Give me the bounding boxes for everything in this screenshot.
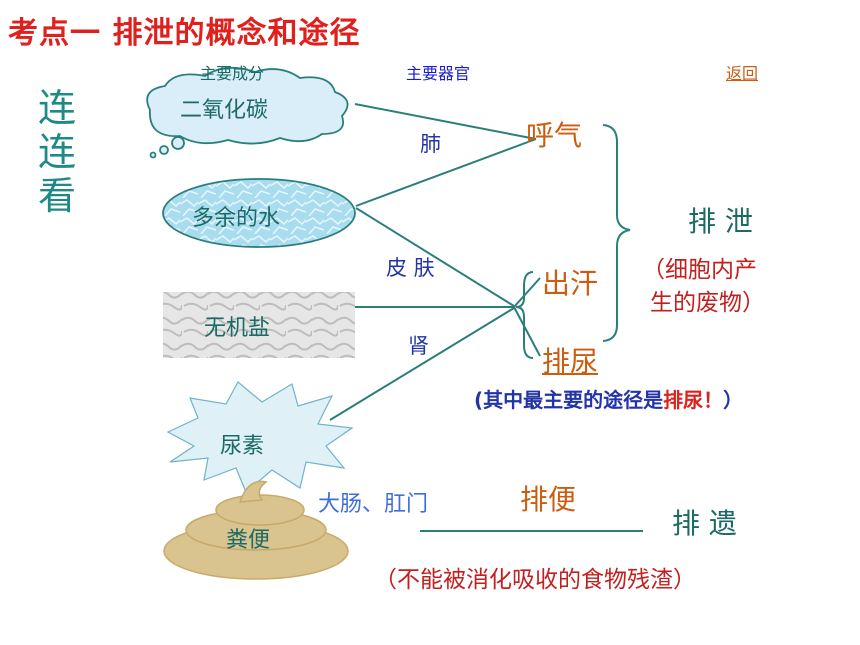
item-urea: 尿素	[220, 434, 265, 459]
organ-lung: 肺	[420, 132, 441, 156]
header-components: 主要成分	[200, 64, 265, 83]
line-to-urine	[513, 306, 541, 357]
route-brace	[515, 271, 534, 359]
urea-shape	[166, 381, 354, 493]
header-organs: 主要器官	[406, 64, 471, 83]
excretion-note-line1: （细胞内产	[642, 257, 757, 283]
egestion-label: 排 遗	[672, 507, 737, 540]
route-defecate: 排便	[520, 483, 577, 516]
line-water-skin	[355, 207, 515, 307]
emphasis-note: (其中最主要的途径是排尿！）	[474, 384, 743, 413]
side-label-char: 连	[38, 86, 77, 130]
organ-kidney: 肾	[408, 334, 429, 358]
line-water-breath	[355, 138, 537, 207]
excretion-note-line2: 生的废物）	[650, 290, 765, 316]
egestion-note: （不能被消化吸收的食物残渣）	[374, 567, 696, 593]
page-title: 考点一 排泄的概念和途径	[8, 16, 361, 51]
route-urine: 排尿	[542, 345, 599, 378]
item-co2: 二氧化碳	[180, 98, 269, 123]
connector-lines	[329, 103, 643, 532]
emphasis-suffix: ）	[723, 388, 744, 412]
organ-skin: 皮 肤	[386, 256, 435, 280]
route-breath: 呼气	[526, 119, 583, 152]
route-sweat: 出汗	[542, 267, 599, 300]
salt-shape	[163, 292, 355, 358]
emphasis-highlight: 排尿！	[663, 388, 724, 412]
emphasis-prefix: (其中最主要的途径是	[474, 388, 664, 412]
item-feces: 粪便	[226, 528, 271, 553]
item-salts: 无机盐	[204, 316, 271, 341]
feces-shape	[163, 480, 349, 580]
organ-intestine: 大肠、肛门	[318, 492, 429, 517]
side-label-char: 看	[38, 174, 77, 218]
side-label-vertical: 连 连 看	[38, 86, 82, 218]
excretion-brace	[602, 124, 631, 342]
line-to-sweat	[513, 277, 541, 308]
back-link[interactable]: 返回	[726, 64, 759, 83]
side-label-char: 连	[38, 130, 77, 174]
line-co2-breath	[354, 103, 537, 140]
water-shape	[162, 178, 356, 248]
excretion-label: 排 泄	[688, 205, 753, 238]
cloud-shape	[146, 66, 349, 159]
line-urea-kidney	[329, 307, 515, 421]
item-water: 多余的水	[192, 206, 281, 231]
